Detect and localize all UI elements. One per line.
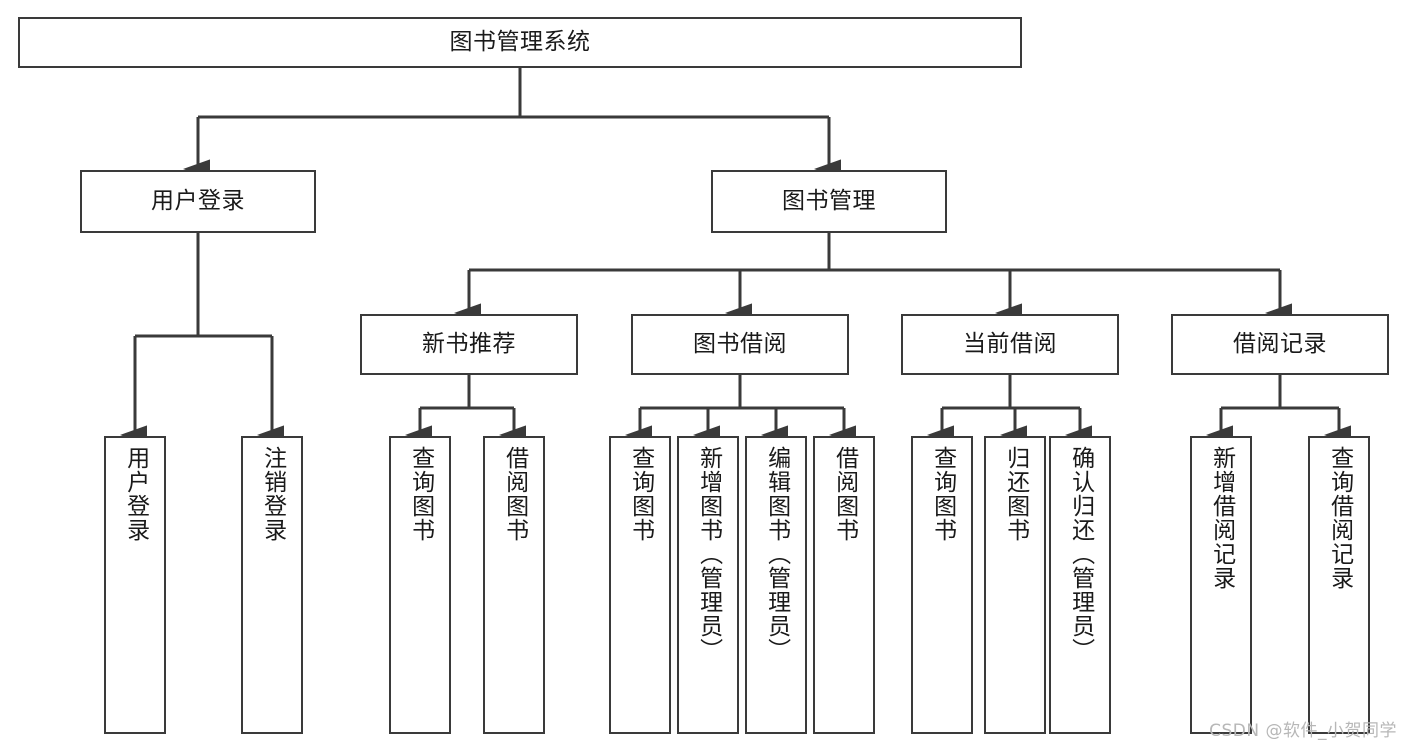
node-leaf-user-login[interactable]: 用户登录 xyxy=(104,436,166,734)
node-label: 注销登录 xyxy=(259,446,286,542)
node-label: 新增图书（管理员） xyxy=(695,446,722,662)
node-user-login[interactable]: 用户登录 xyxy=(80,170,316,233)
node-label: 用户登录 xyxy=(122,446,149,542)
node-leaf-edit-book[interactable]: 编辑图书（管理员） xyxy=(745,436,807,734)
node-label: 借阅记录 xyxy=(1233,330,1327,357)
node-leaf-query-book-3[interactable]: 查询图书 xyxy=(911,436,973,734)
node-leaf-return-book[interactable]: 归还图书 xyxy=(984,436,1046,734)
node-new-book-rec[interactable]: 新书推荐 xyxy=(360,314,578,375)
node-label: 借阅图书 xyxy=(501,446,528,542)
node-leaf-query-book-2[interactable]: 查询图书 xyxy=(609,436,671,734)
node-label: 新书推荐 xyxy=(422,330,516,357)
node-label: 确认归还（管理员） xyxy=(1067,446,1094,662)
node-label: 编辑图书（管理员） xyxy=(763,446,790,662)
node-leaf-borrow-book-2[interactable]: 借阅图书 xyxy=(813,436,875,734)
node-label: 当前借阅 xyxy=(963,330,1057,357)
node-root[interactable]: 图书管理系统 xyxy=(18,17,1022,68)
node-current-loans[interactable]: 当前借阅 xyxy=(901,314,1119,375)
node-label: 查询图书 xyxy=(407,446,434,542)
node-label: 用户登录 xyxy=(151,187,245,214)
node-label: 新增借阅记录 xyxy=(1208,446,1235,590)
node-label: 查询图书 xyxy=(627,446,654,542)
node-label: 图书管理系统 xyxy=(449,28,591,55)
node-leaf-query-record[interactable]: 查询借阅记录 xyxy=(1308,436,1370,734)
node-book-borrow[interactable]: 图书借阅 xyxy=(631,314,849,375)
node-leaf-add-record[interactable]: 新增借阅记录 xyxy=(1190,436,1252,734)
node-label: 图书管理 xyxy=(782,187,876,214)
node-book-manage[interactable]: 图书管理 xyxy=(711,170,947,233)
node-label: 查询图书 xyxy=(929,446,956,542)
node-label: 归还图书 xyxy=(1002,446,1029,542)
node-loan-records[interactable]: 借阅记录 xyxy=(1171,314,1389,375)
node-leaf-add-book[interactable]: 新增图书（管理员） xyxy=(677,436,739,734)
node-label: 图书借阅 xyxy=(693,330,787,357)
node-leaf-borrow-book-1[interactable]: 借阅图书 xyxy=(483,436,545,734)
watermark: CSDN @软件_小贺同学 xyxy=(1209,721,1397,741)
node-leaf-confirm-ret[interactable]: 确认归还（管理员） xyxy=(1049,436,1111,734)
node-leaf-user-logout[interactable]: 注销登录 xyxy=(241,436,303,734)
node-label: 借阅图书 xyxy=(831,446,858,542)
node-label: 查询借阅记录 xyxy=(1326,446,1353,590)
node-leaf-query-book-1[interactable]: 查询图书 xyxy=(389,436,451,734)
